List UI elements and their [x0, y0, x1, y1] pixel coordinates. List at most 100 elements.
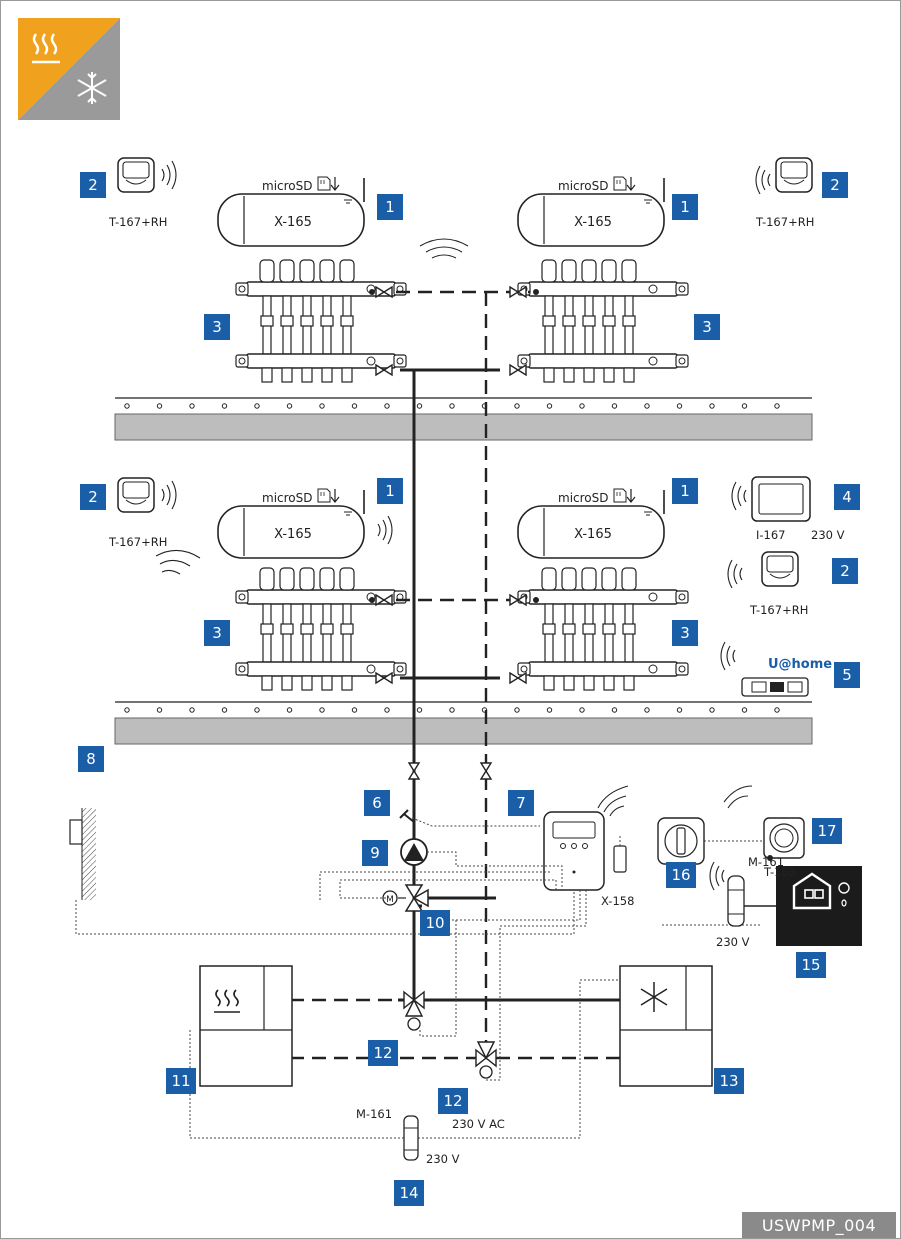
slab-bolt [449, 707, 455, 713]
badge-7: 7 [508, 790, 534, 816]
svg-text:X-165: X-165 [574, 215, 612, 230]
slab-bolt [579, 707, 585, 713]
svg-text:X-165: X-165 [574, 527, 612, 542]
badge-2: 2 [832, 558, 858, 584]
slab-bolt [254, 707, 260, 713]
slab-bolt [774, 403, 780, 409]
svg-text:3: 3 [212, 624, 222, 642]
cooling-source-unit [619, 965, 713, 1087]
slab-bolt [384, 403, 390, 409]
controller-lower-left: X-165 [217, 489, 365, 559]
svg-text:12: 12 [373, 1044, 392, 1062]
slab-bolt [319, 707, 325, 713]
microsd-icon [613, 176, 636, 191]
svg-text:12: 12 [443, 1092, 462, 1110]
slab-bolt [546, 403, 553, 409]
svg-text:3: 3 [212, 318, 222, 336]
slab-bolt [124, 707, 130, 713]
pump-icon [400, 838, 428, 866]
slab-bolt [709, 707, 715, 713]
svg-text:9: 9 [370, 844, 380, 862]
return-pipe-dashed [290, 290, 620, 1060]
slab-bolt [546, 707, 553, 713]
slab-bolt [449, 403, 455, 409]
svg-text:T-163: T-163 [763, 865, 796, 879]
svg-text:1: 1 [680, 198, 690, 216]
wireless-signal-icon [155, 160, 771, 891]
badge-14: 14 [394, 1180, 424, 1206]
heat-icon [214, 989, 240, 1013]
svg-text:U@home: U@home [768, 657, 832, 672]
svg-text:17: 17 [817, 822, 836, 840]
thermostat-upper-left: T-167+RH [108, 157, 167, 229]
interface-panel: I-167 230 V [751, 476, 845, 542]
slab-bolt [514, 403, 520, 409]
svg-text:4: 4 [842, 488, 852, 506]
slab-bolt [351, 707, 358, 713]
slab-bolt [611, 707, 618, 713]
badge-5: 5 [834, 662, 860, 688]
microsd-icon [317, 176, 340, 191]
microsd-icon [613, 488, 636, 503]
controller-lower-right: X-165 [517, 489, 665, 559]
svg-text:T-167+RH: T-167+RH [755, 215, 814, 229]
slab-bolt [156, 707, 163, 713]
badge-1: 1 [377, 478, 403, 504]
svg-text:1: 1 [680, 482, 690, 500]
manifold-upper-right [517, 259, 689, 383]
base-unit: X-158 [543, 811, 634, 908]
slab-bolt [189, 707, 195, 713]
svg-text:2: 2 [88, 176, 98, 194]
slab-bolt [741, 403, 748, 409]
badge-12: 12 [368, 1040, 398, 1066]
badge-13: 13 [714, 1068, 744, 1094]
svg-text:14: 14 [399, 1184, 418, 1202]
svg-text:3: 3 [702, 318, 712, 336]
badge-1: 1 [672, 194, 698, 220]
slab-bolt [579, 403, 585, 409]
badge-16: 16 [666, 862, 696, 888]
valve-voltage-label: 230 V AC [452, 1117, 505, 1131]
badge-10: 10 [420, 910, 450, 936]
supply-sensor [399, 809, 415, 823]
svg-text:2: 2 [88, 488, 98, 506]
svg-text:X-165: X-165 [274, 527, 312, 542]
slab-bolt [774, 707, 780, 713]
slab-bolt [319, 403, 325, 409]
diagram-code: USWPMP_004 [742, 1212, 896, 1238]
badge-4: 4 [834, 484, 860, 510]
svg-text:I-167: I-167 [756, 528, 786, 542]
slab-bolt [189, 403, 195, 409]
slab-bolt [416, 403, 423, 409]
snowflake-icon [640, 982, 668, 1012]
svg-text:T-167+RH: T-167+RH [108, 535, 167, 549]
relay-lower: M-161 230 V [356, 1107, 460, 1166]
slab-bolt [124, 403, 130, 409]
slab-bolt [221, 707, 228, 713]
badge-2: 2 [822, 172, 848, 198]
room-thermostat: T-163 [763, 817, 805, 879]
thermostat-upper-right: T-167+RH [755, 157, 814, 229]
manifold-upper-left [235, 259, 407, 383]
badge-3: 3 [204, 314, 230, 340]
badge-1: 1 [672, 478, 698, 504]
svg-text:230 V: 230 V [426, 1152, 460, 1166]
svg-text:T-167+RH: T-167+RH [749, 603, 808, 617]
slab-bolt [286, 403, 293, 409]
heat-source-unit [199, 965, 293, 1087]
svg-text:8: 8 [86, 750, 96, 768]
slab-bolt [416, 707, 423, 713]
slab-bolt [741, 707, 748, 713]
diverting-valve-lower [475, 1041, 497, 1079]
microsd-label: microSD [558, 491, 609, 505]
badge-17: 17 [812, 818, 842, 844]
badge-15: 15 [796, 952, 826, 978]
svg-text:M-161: M-161 [356, 1107, 392, 1121]
svg-text:11: 11 [171, 1072, 190, 1090]
mixing-valve: M [382, 884, 496, 912]
slab-bolt [644, 403, 650, 409]
manifold-valves [369, 286, 539, 684]
svg-text:230 V: 230 V [811, 528, 845, 542]
svg-text:15: 15 [801, 956, 820, 974]
